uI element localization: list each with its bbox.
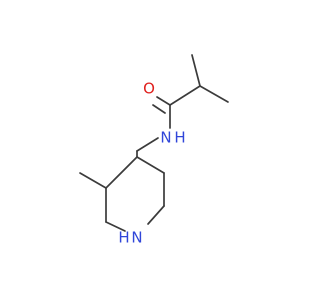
bond-ring-n1-c2 bbox=[105, 221, 126, 232]
bond-ring-c3-c4 bbox=[105, 156, 138, 189]
bond-ch-to-methyl-right bbox=[199, 85, 229, 103]
bond-nh-to-ch2 bbox=[136, 137, 159, 152]
bond-carbonyl-double-a bbox=[156, 96, 171, 106]
ring-nitrogen-label: N bbox=[131, 229, 142, 247]
oxygen-label: O bbox=[143, 80, 155, 98]
ring-hydrogen-label: H bbox=[118, 229, 129, 247]
bond-methyl-top-to-ch bbox=[191, 54, 201, 87]
amide-nitrogen-label: N bbox=[160, 129, 171, 147]
bond-carbonyl-double-b bbox=[152, 104, 166, 114]
bond-ring-methyl bbox=[79, 172, 107, 189]
bond-ring-c4-c5 bbox=[136, 156, 165, 174]
bond-ch-to-carbonyl bbox=[169, 85, 201, 106]
amide-hydrogen-label: H bbox=[174, 129, 185, 147]
bond-ring-c6-n1 bbox=[147, 205, 165, 225]
molecule-structure: O N H H N bbox=[79, 54, 229, 247]
